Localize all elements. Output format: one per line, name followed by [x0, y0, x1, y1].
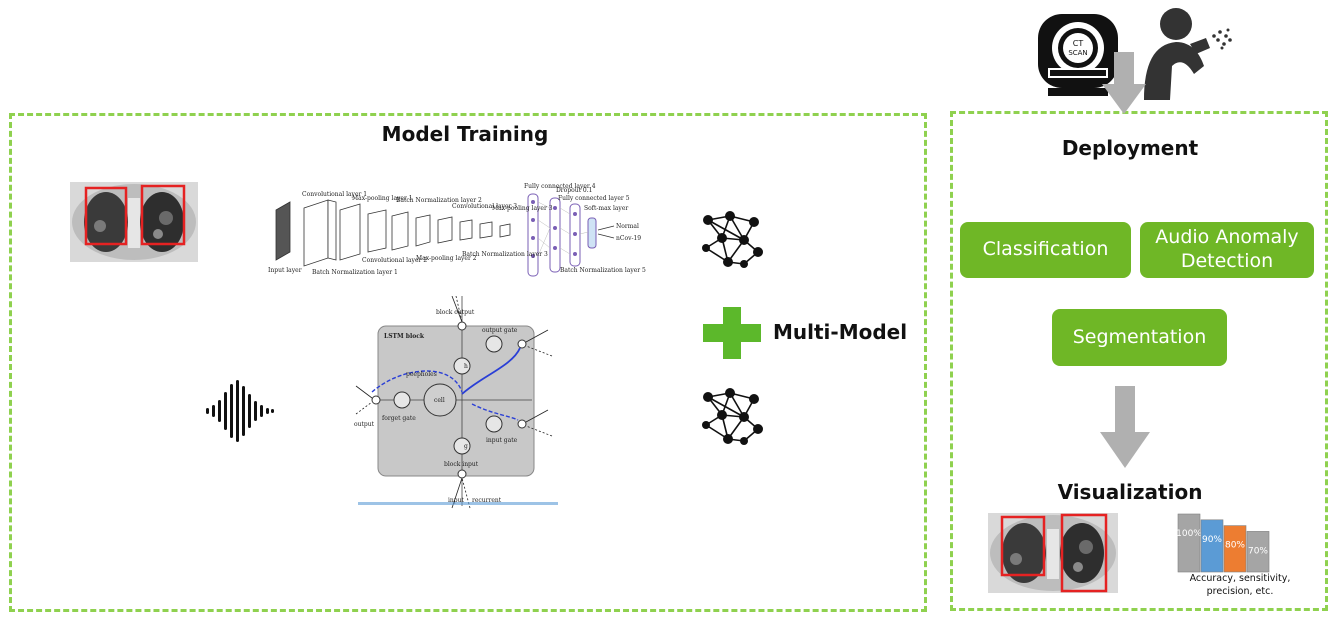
metrics-caption-line2: precision, etc.	[1206, 585, 1274, 597]
audio-anomaly-label-line1: Audio Anomaly	[1155, 226, 1299, 249]
cnn-label: Max-pooling layer 1	[352, 195, 413, 202]
ct-scanner-icon: CT SCAN	[1038, 14, 1118, 96]
lstm-label: forget gate	[382, 415, 416, 422]
lstm-label: cell	[434, 397, 445, 404]
lstm-label: input gate	[486, 437, 518, 444]
audio-waveform-icon	[206, 380, 274, 442]
metric-bar-label: 90%	[1202, 535, 1222, 545]
neural-network-icon	[702, 211, 763, 268]
deployment-title: Deployment	[1061, 136, 1199, 160]
metric-bar-label: 100%	[1176, 529, 1202, 539]
cnn-output-normal: Normal	[616, 223, 639, 230]
metric-bar	[1177, 513, 1201, 573]
lstm-block-title: LSTM block	[384, 333, 425, 340]
classification-label: Classification	[982, 238, 1109, 261]
classification-button[interactable]: Classification	[960, 222, 1131, 278]
cnn-label: Batch Normalization layer 2	[396, 197, 482, 204]
lstm-label: block input	[444, 461, 479, 468]
metric-bar-label: 80%	[1225, 541, 1245, 551]
ct-label: CT	[1073, 39, 1084, 48]
metric-bar	[1246, 531, 1270, 573]
cnn-label: Convolutional layer 2	[362, 257, 427, 264]
cnn-label: Batch Normalization layer 5	[560, 267, 646, 274]
cnn-label: Convolutional layer 3	[452, 203, 517, 210]
metric-bar	[1223, 525, 1247, 573]
lstm-label: recurrent	[472, 497, 502, 504]
cnn-label: Input layer	[268, 267, 302, 274]
multi-model-label: Multi-Model	[773, 320, 908, 344]
lstm-block-diagram: LSTM block block output output gate peep…	[354, 296, 558, 509]
metric-bar	[1200, 519, 1224, 573]
cnn-label: Fully connected layer 5	[558, 195, 630, 202]
metrics-bar-chart: 100%90%80%70%	[1176, 513, 1270, 573]
cnn-label: Max-pooling layer 2	[416, 255, 477, 262]
audio-anomaly-detection-button[interactable]: Audio Anomaly Detection	[1140, 222, 1314, 278]
down-arrow-icon	[1100, 386, 1150, 468]
cnn-label: Batch Normalization layer 1	[312, 269, 398, 276]
lstm-label: output gate	[482, 327, 518, 334]
cnn-output-ncov: nCov-19	[616, 235, 641, 242]
model-training-title: Model Training	[381, 122, 549, 146]
down-arrow-icon	[1102, 52, 1146, 114]
cnn-label: Fully connected layer 4	[524, 183, 596, 190]
neural-network-icon	[702, 388, 763, 445]
plus-icon	[703, 307, 761, 359]
ct-scan-image	[70, 182, 198, 262]
deployment-panel	[950, 111, 1328, 611]
cnn-label: Soft-max layer	[584, 205, 628, 212]
audio-anomaly-label-line2: Detection	[1180, 250, 1274, 272]
cnn-label: Convolutional layer 1	[302, 191, 367, 198]
segmentation-button[interactable]: Segmentation	[1052, 309, 1227, 366]
metrics-caption: Accuracy, sensitivity, precision, etc.	[1160, 573, 1320, 599]
visualization-title: Visualization	[1057, 480, 1203, 504]
lstm-label: g	[464, 443, 468, 450]
lstm-label: input	[448, 497, 464, 504]
segmentation-label: Segmentation	[1072, 325, 1207, 348]
ct-scan-result-image	[988, 513, 1118, 593]
scan-label: SCAN	[1068, 49, 1087, 57]
cnn-label: Max-pooling layer 3	[492, 205, 553, 212]
lstm-label: h	[464, 363, 468, 370]
model-training-panel	[9, 113, 927, 612]
cnn-label: Batch Normalization layer 3	[462, 251, 548, 258]
metric-bar-label: 70%	[1248, 546, 1268, 556]
coughing-person-icon	[1144, 8, 1232, 100]
metrics-caption-line1: Accuracy, sensitivity,	[1189, 573, 1291, 584]
cnn-architecture-diagram: Normal nCov-19 Input layer Convolutional…	[268, 183, 646, 277]
lstm-label: peepholes	[406, 371, 437, 378]
lstm-label: block output	[436, 309, 475, 316]
cnn-label: Dropout 0.1	[556, 187, 592, 194]
lstm-label: output	[354, 421, 375, 428]
